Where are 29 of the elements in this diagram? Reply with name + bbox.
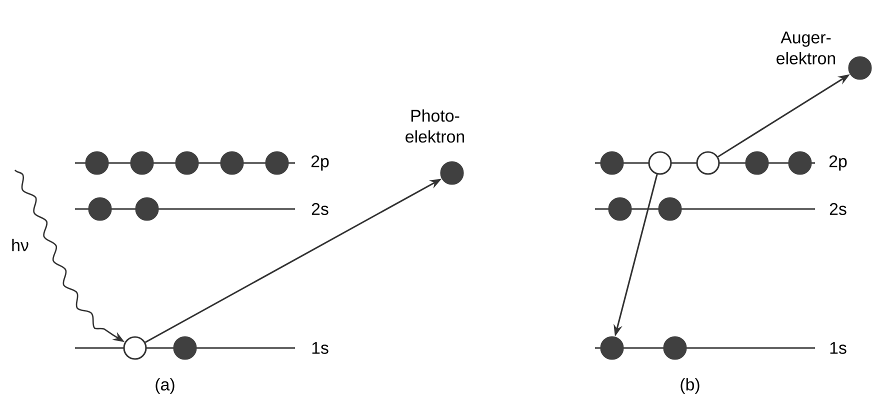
electron [130,151,154,175]
level-label: (b) [680,378,700,394]
hole [123,336,147,360]
electron [658,197,682,221]
electron [663,336,687,360]
electron [175,151,199,175]
electron [600,336,624,360]
level-label: 2s [312,203,328,215]
electron [600,151,624,175]
electron [88,197,112,221]
level-label: 2p [311,155,329,171]
electron-label: Photo- elektron [406,109,464,143]
hole [696,151,720,175]
electron [173,336,197,360]
level-label: (a) [156,378,174,394]
electron [745,151,769,175]
level-label: 1s [830,342,846,354]
level-label: 1s [312,342,328,354]
electron [608,197,632,221]
electron-label: Auger- elektron [776,32,836,64]
edge-label: hν [12,238,28,252]
electron [85,151,109,175]
electron [135,197,159,221]
electron [220,151,244,175]
electron [265,151,289,175]
electron [788,151,812,175]
level-label: 2p [829,155,847,171]
level-label: 2s [830,203,846,215]
hole [648,151,672,175]
